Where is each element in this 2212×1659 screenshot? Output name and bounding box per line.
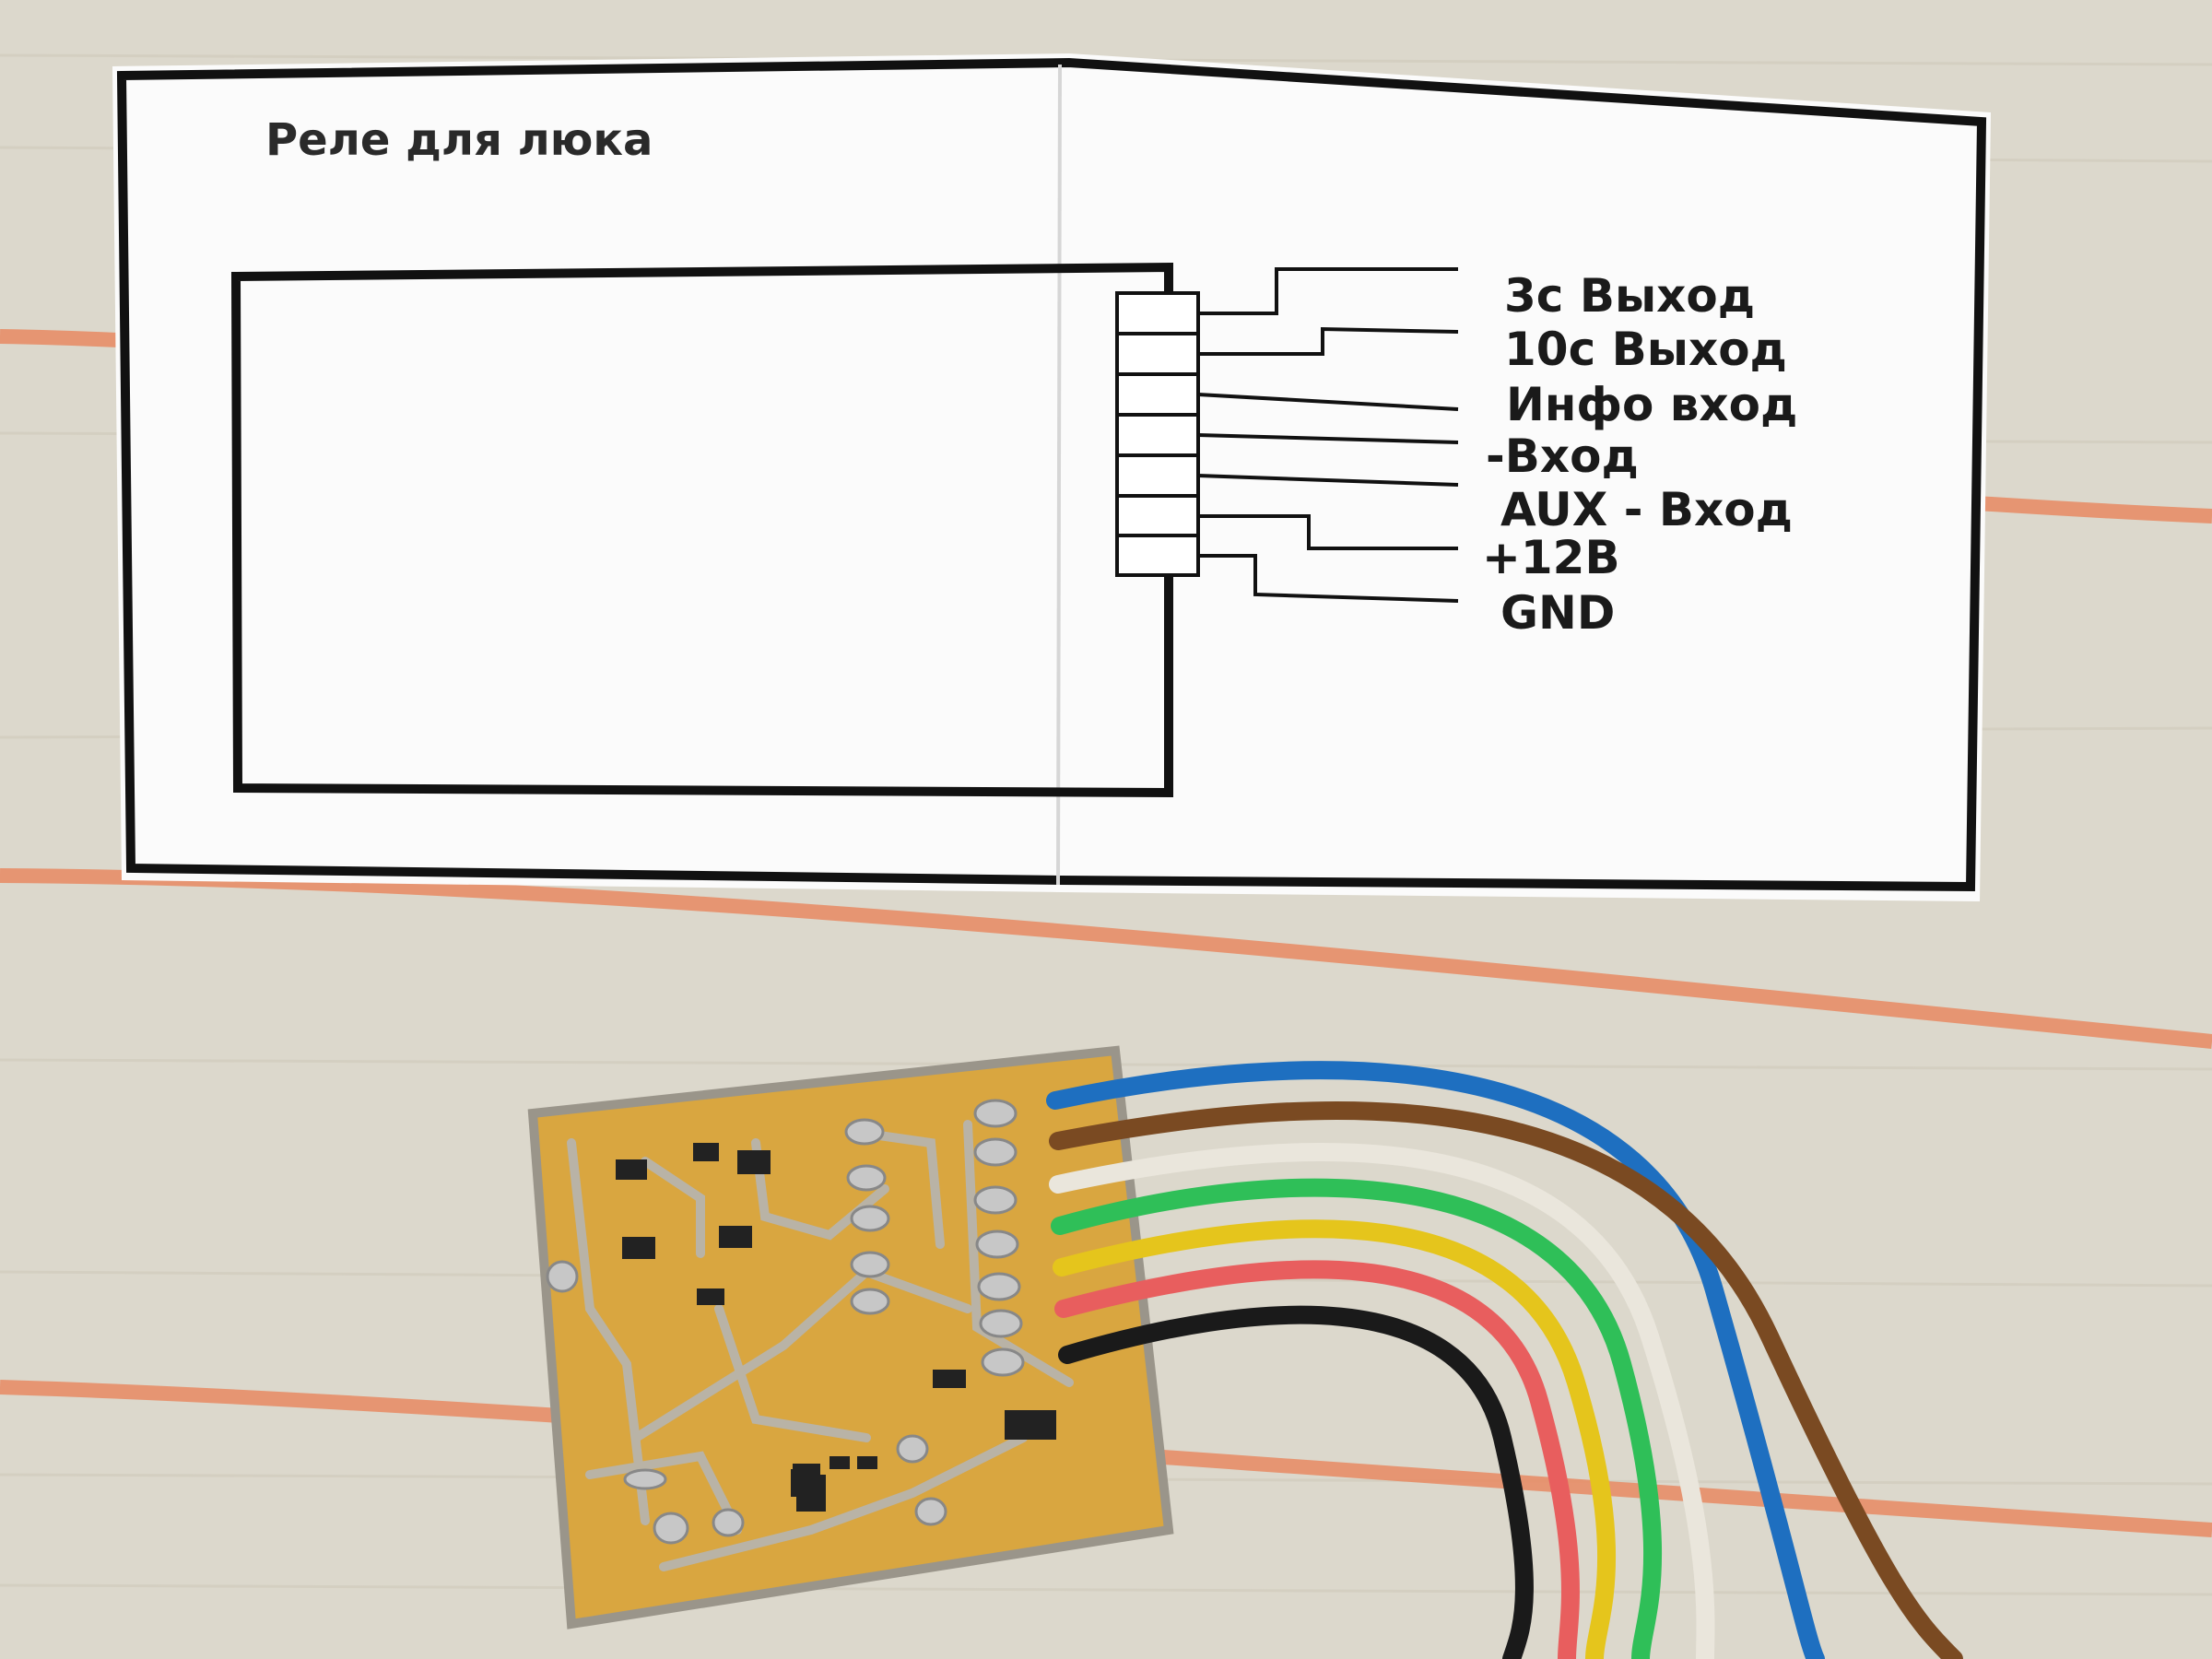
pin-label-minus-input: -Вход (1486, 429, 1639, 483)
paper-fold (1056, 64, 1062, 886)
lead-lines (1197, 267, 1459, 603)
pin-label-plus12v: +12В (1482, 531, 1620, 584)
pin-label-gnd: GND (1500, 586, 1616, 640)
wire-green (1051, 1178, 1663, 1659)
wires (1046, 1061, 1963, 1659)
wire-black (1058, 1305, 1534, 1659)
diagram-title: Реле для люка (265, 114, 653, 166)
pcb-board (527, 1045, 1174, 1630)
smd-components (616, 1143, 1056, 1512)
wire-white (1049, 1143, 1715, 1659)
paper-card (112, 53, 1991, 901)
solder-pads (546, 1099, 1025, 1545)
wire-brown (1049, 1100, 1963, 1659)
module-outline (230, 262, 1173, 798)
connector-block (1115, 291, 1200, 577)
pin-label-3s-output: 3с Выход (1504, 269, 1756, 323)
pin-label-10s-output: 10с Выход (1504, 323, 1787, 376)
paper-sheet (112, 53, 1991, 901)
paper-border (116, 57, 1987, 892)
pin-label-info-input: Инфо вход (1506, 378, 1798, 431)
wire-yellow (1053, 1219, 1617, 1659)
pcb-edge (527, 1045, 1174, 1630)
pin-label-aux-input: AUX - Вход (1500, 483, 1793, 536)
wire-red (1054, 1260, 1580, 1659)
